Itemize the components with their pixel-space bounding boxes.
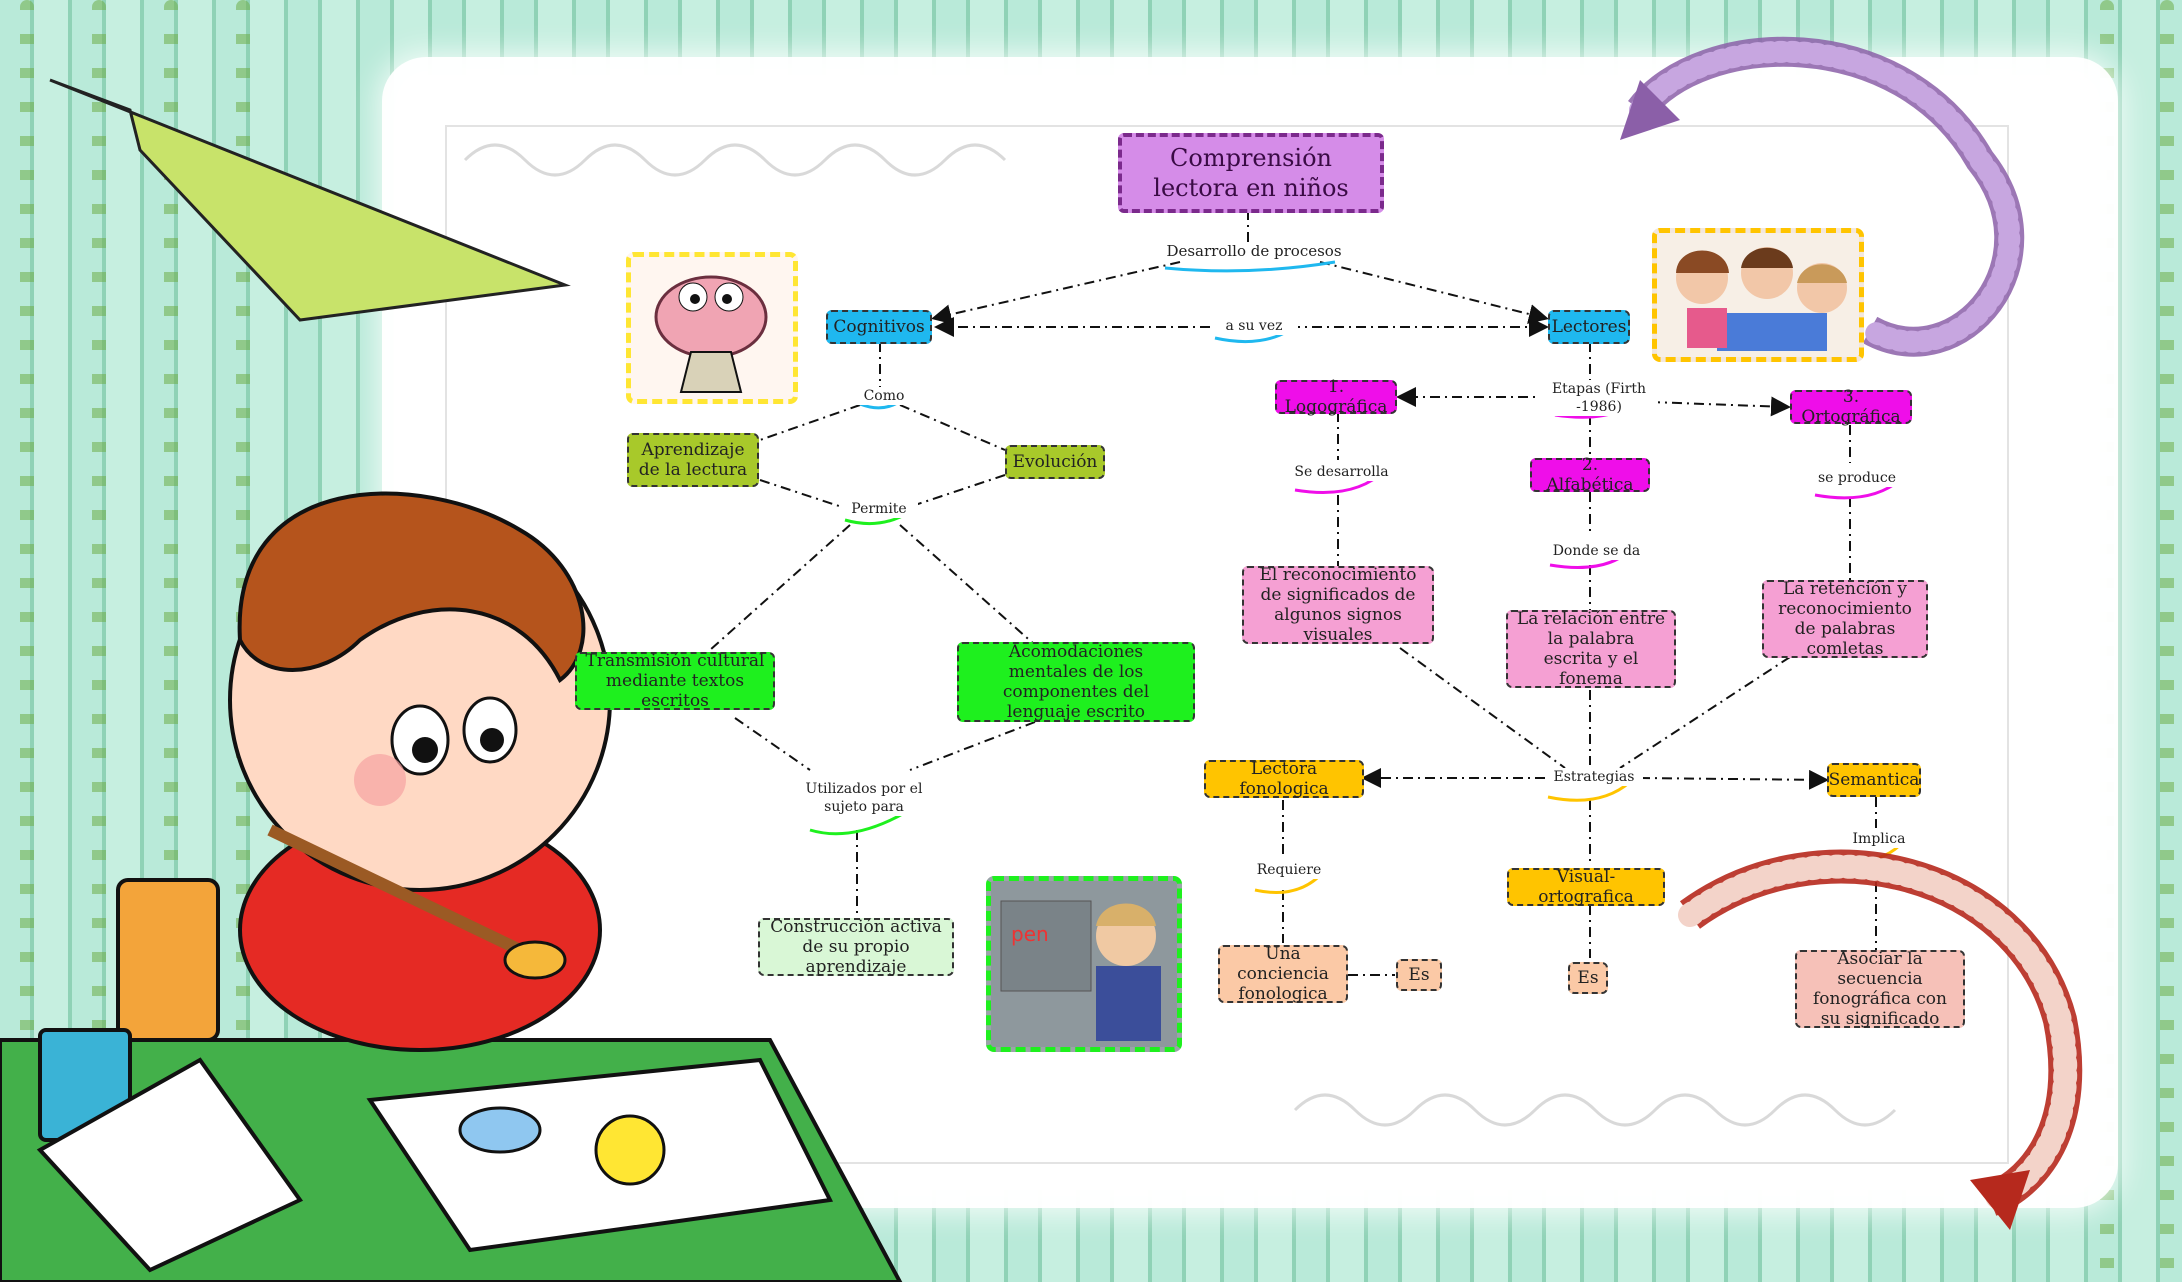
- link-como: Como: [852, 387, 916, 405]
- node-asociar[interactable]: Asociar la secuencia fonográfica con su …: [1795, 950, 1965, 1028]
- node-ortografica[interactable]: 3. Ortográfica: [1790, 390, 1912, 424]
- link-donde-se-da: Donde se da: [1545, 542, 1648, 560]
- node-construccion[interactable]: Construcción activa de su propio aprendi…: [758, 918, 954, 976]
- node-cognitivos[interactable]: Cognitivos: [826, 310, 932, 344]
- link-se-desarrolla: Se desarrolla: [1285, 463, 1398, 481]
- link-se-produce: se produce: [1808, 469, 1906, 487]
- children-reading-photo: [1652, 228, 1864, 362]
- link-a-su-vez: a su vez: [1210, 317, 1298, 335]
- link-permite: Permite: [840, 500, 918, 518]
- node-reconocimiento[interactable]: El reconocimiento de significados de alg…: [1242, 566, 1434, 644]
- node-es-2[interactable]: Es: [1568, 962, 1608, 994]
- link-requiere: Requiere: [1245, 861, 1333, 879]
- node-semantica[interactable]: Semantica: [1827, 763, 1921, 797]
- pennant-decoration: [50, 80, 565, 320]
- brain-cartoon-icon: [626, 252, 798, 404]
- node-conciencia[interactable]: Una conciencia fonologica: [1218, 945, 1348, 1003]
- node-aprendizaje[interactable]: Aprendizaje de la lectura: [627, 433, 759, 487]
- node-transmision[interactable]: Transmisión cultural mediante textos esc…: [575, 652, 775, 710]
- link-etapas: Etapas (Firth -1986): [1540, 380, 1658, 416]
- node-alfabetica[interactable]: 2. Alfabética: [1530, 458, 1650, 492]
- node-evolucion[interactable]: Evolución: [1005, 445, 1105, 479]
- link-desarrollo: Desarrollo de procesos: [1160, 242, 1348, 260]
- node-lectores[interactable]: Lectores: [1548, 310, 1630, 344]
- node-fonologica[interactable]: Lectora fonologica: [1204, 760, 1364, 798]
- link-implica: Implica: [1835, 830, 1923, 848]
- node-relacion[interactable]: La relación entre la palabra escrita y e…: [1506, 610, 1676, 688]
- svg-text:pen: pen: [1011, 922, 1049, 946]
- boy-painting-illustration: [0, 494, 900, 1282]
- node-retencion[interactable]: La retención y reconocimiento de palabra…: [1762, 580, 1928, 658]
- node-acomodaciones[interactable]: Acomodaciones mentales de los componente…: [957, 642, 1195, 722]
- link-estrategias: Estrategias: [1545, 768, 1643, 786]
- map-title: Comprensión lectora en niños: [1118, 133, 1384, 213]
- link-utilizados: Utilizados por el sujeto para: [800, 780, 928, 816]
- child-letters-photo: pen: [986, 876, 1182, 1052]
- node-es-1[interactable]: Es: [1396, 959, 1442, 991]
- node-logografica[interactable]: 1. Logográfica: [1275, 380, 1397, 414]
- node-visual[interactable]: Visual-ortografica: [1507, 868, 1665, 906]
